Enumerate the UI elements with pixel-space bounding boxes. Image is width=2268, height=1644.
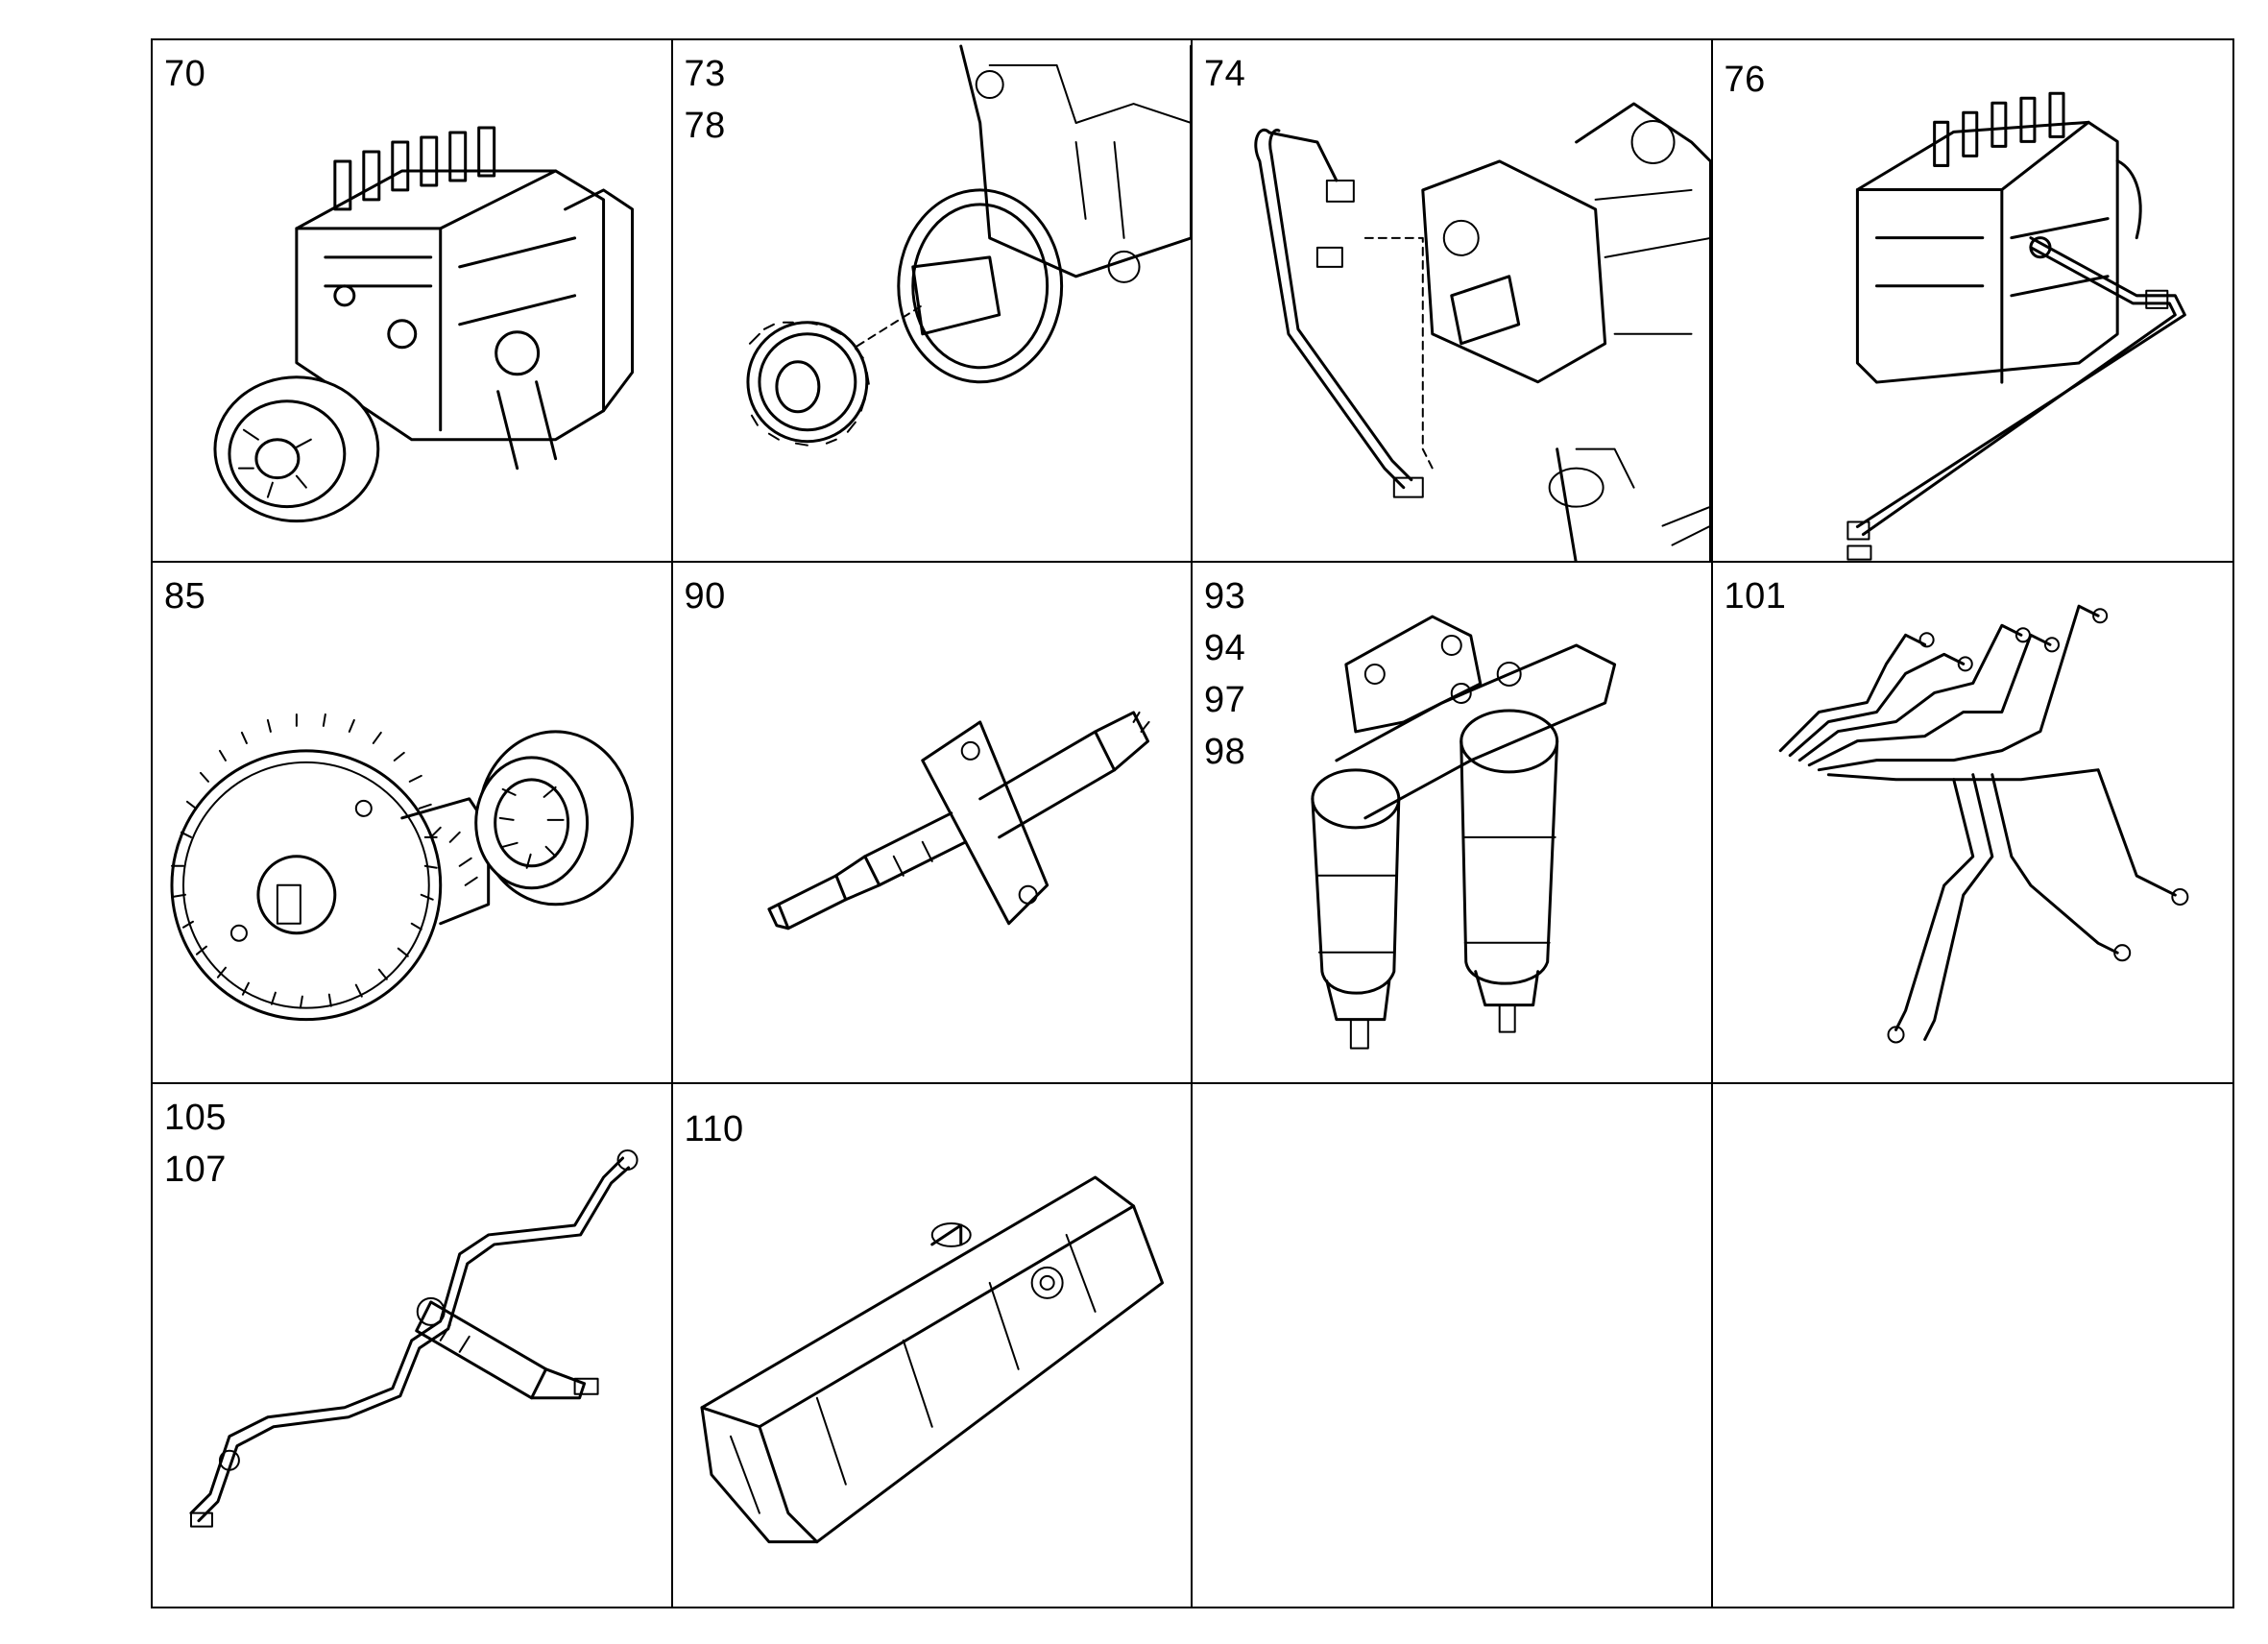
parts-cell-110[interactable]: 110 — [673, 1084, 1193, 1607]
ref-numbers: 105 107 — [164, 1092, 227, 1196]
parts-cell-empty — [1193, 1084, 1713, 1607]
drive-gear-icon — [745, 44, 1191, 447]
leak-off-pipe-injector-icon — [189, 1149, 639, 1528]
ref-numbers: 90 — [685, 570, 726, 622]
parts-cell-85[interactable]: 85 — [153, 562, 673, 1085]
ref-number: 78 — [684, 106, 726, 146]
ref-number: 73 — [684, 54, 726, 94]
ref-numbers: 110 — [685, 1103, 744, 1155]
ref-numbers: 76 — [1725, 54, 1766, 106]
ref-number: 107 — [164, 1149, 227, 1191]
cover-bracket-icon — [699, 1175, 1164, 1544]
ref-number: 98 — [1204, 731, 1246, 772]
parts-cell-empty — [1713, 1084, 2233, 1607]
lube-oil-pipe-icon — [1254, 102, 1711, 561]
ref-numbers: 93 94 97 98 — [1204, 570, 1245, 778]
ref-number: 85 — [164, 575, 206, 616]
ref-number: 97 — [1204, 679, 1246, 720]
ref-numbers: 73 78 — [685, 48, 726, 152]
ref-number: 74 — [1204, 54, 1246, 94]
parts-cell-76[interactable]: 76 — [1712, 40, 2232, 563]
parts-grid: 70 — [151, 38, 2234, 1608]
ref-number: 105 — [164, 1098, 227, 1139]
injection-pipe-set-icon — [1778, 604, 2188, 1044]
ref-number: 94 — [1204, 627, 1246, 668]
ref-number: 90 — [684, 575, 726, 616]
parts-cell-70[interactable]: 70 — [153, 40, 673, 563]
injection-pump-icon — [213, 126, 635, 523]
ref-numbers: 85 — [164, 570, 205, 622]
parts-cell-101[interactable]: 101 — [1712, 563, 2232, 1085]
parts-cell-74[interactable]: 74 — [1193, 40, 1713, 563]
ref-number: 76 — [1724, 60, 1766, 100]
ref-number: 93 — [1204, 575, 1246, 616]
ref-number: 70 — [164, 54, 206, 94]
parts-cell-90[interactable]: 90 — [672, 562, 1193, 1085]
ref-number: 101 — [1724, 575, 1787, 616]
twin-fuel-filter-icon — [1311, 615, 1617, 1050]
ref-numbers: 74 — [1204, 48, 1245, 100]
injector-nozzle-icon — [766, 711, 1150, 930]
pump-with-pipe-icon — [1846, 91, 2186, 561]
parts-cell-93-98[interactable]: 93 94 97 98 — [1193, 562, 1713, 1085]
parts-cell-73-78[interactable]: 73 78 — [672, 40, 1193, 563]
ref-number: 110 — [684, 1109, 744, 1150]
ref-numbers: 101 — [1725, 570, 1787, 622]
parts-cell-105-107[interactable]: 105 107 — [153, 1084, 673, 1607]
ref-numbers: 70 — [164, 48, 205, 100]
timer-gear-assembly-icon — [170, 713, 635, 1021]
